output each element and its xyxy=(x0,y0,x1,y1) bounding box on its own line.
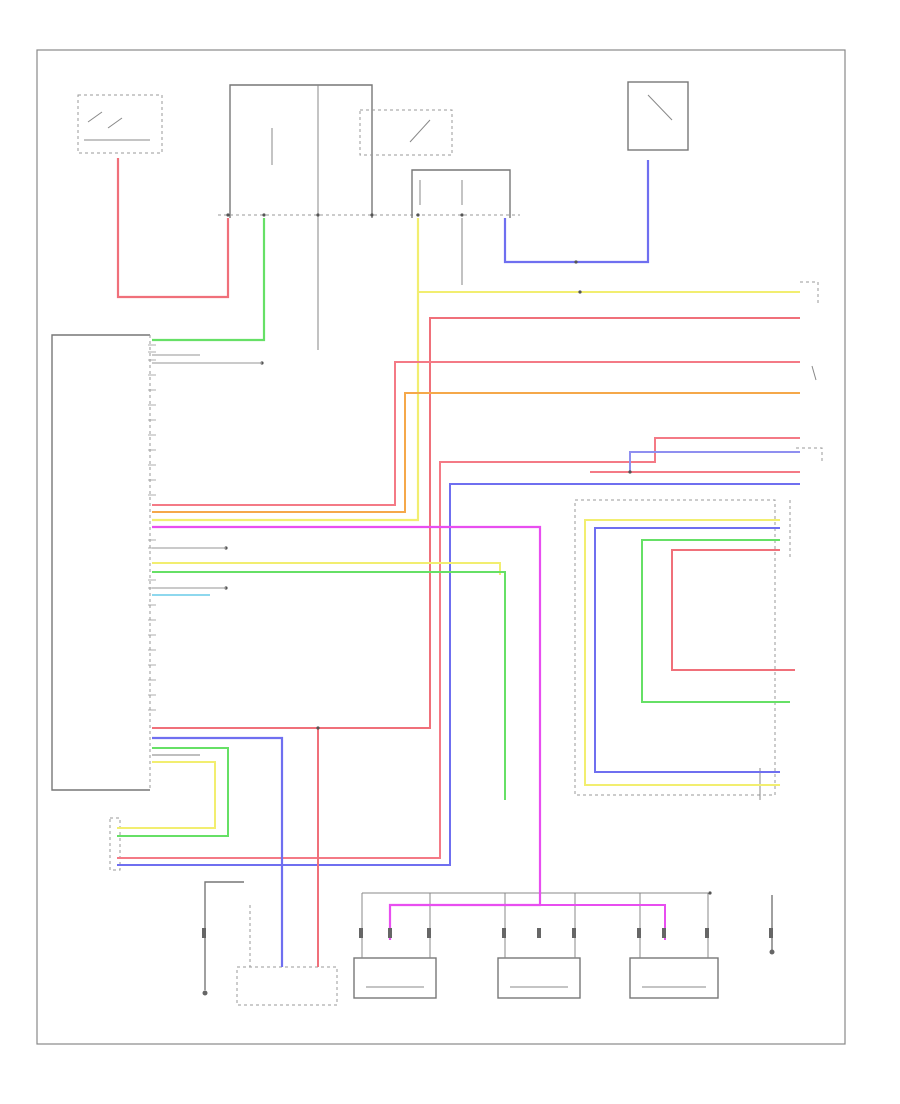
diagram-frame xyxy=(36,49,846,1045)
shift-control-unit xyxy=(236,905,338,1006)
wire-cvt-red xyxy=(671,549,795,671)
solenoid-valve-3 xyxy=(629,957,719,999)
wire-ignition-red xyxy=(116,158,230,299)
shift-lock-relay xyxy=(359,109,453,156)
wire-speed-blue xyxy=(629,451,800,472)
wire-pink-upper xyxy=(152,361,800,506)
ground-right xyxy=(769,895,775,955)
wire-magenta-bus xyxy=(390,904,666,940)
wire-magenta xyxy=(152,525,542,940)
body-control-module xyxy=(109,817,121,871)
wire-speed-red xyxy=(117,437,800,859)
ecm-control-module xyxy=(51,334,151,791)
wire-cvt-yellow xyxy=(584,519,780,786)
solenoid-pins xyxy=(202,928,773,938)
shift-position-sensor xyxy=(800,281,819,381)
wire-lower-green xyxy=(117,747,229,837)
wire-fuse-green xyxy=(152,218,266,342)
wire-cvt-green xyxy=(641,539,790,703)
ecm-pin-ticks xyxy=(148,344,156,711)
wire-fuse-holder-blue xyxy=(503,160,650,264)
wire-lower-yellow xyxy=(117,761,216,829)
solenoid-bus xyxy=(361,892,709,958)
speed-sensor-left xyxy=(796,447,823,462)
ignition-switch xyxy=(77,94,163,154)
wire-speed-blue2 xyxy=(117,483,800,866)
wire-orange xyxy=(152,392,800,513)
wire-mid-green xyxy=(152,571,506,800)
solenoid-valve-1 xyxy=(353,957,437,999)
ground-left xyxy=(202,881,244,996)
fuse-block xyxy=(218,84,520,218)
wire-mid-yellow xyxy=(152,562,501,575)
wire-shift-blue xyxy=(152,736,284,967)
wire-long-red xyxy=(152,317,800,729)
wire-relay-yellow xyxy=(152,218,420,522)
solenoid-valve-2 xyxy=(497,957,581,999)
fuse-holder-upper-right xyxy=(627,81,689,151)
splice-points xyxy=(224,213,712,895)
cvt-unit-right xyxy=(574,499,776,796)
wire-cvt-blue xyxy=(594,527,780,773)
ecm-short-leads xyxy=(152,354,262,589)
power-source-relay xyxy=(411,169,511,218)
